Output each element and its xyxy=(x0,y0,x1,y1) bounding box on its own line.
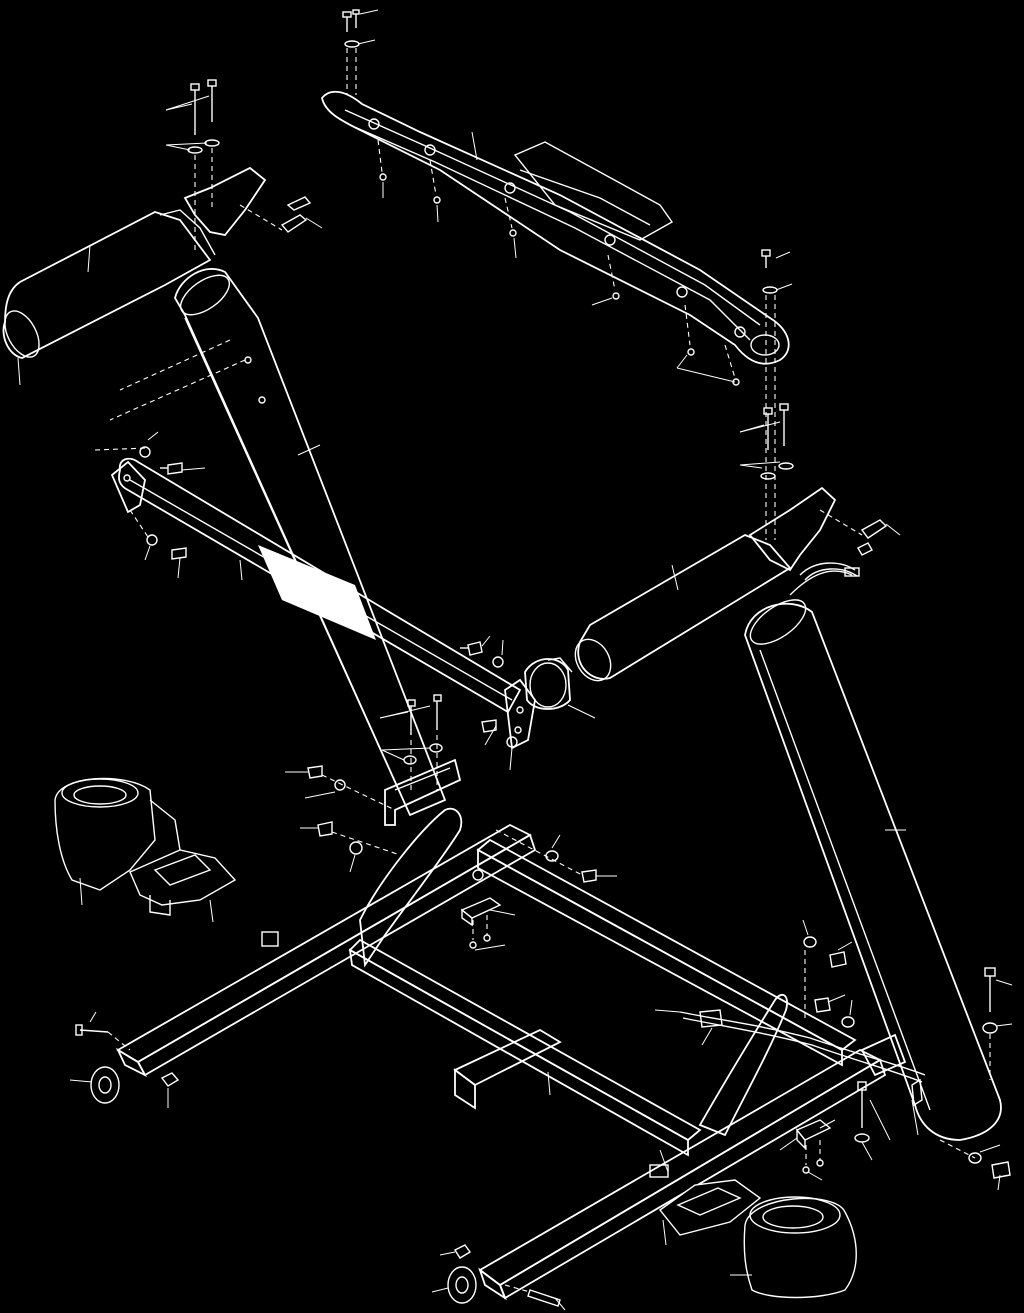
console-crossbar xyxy=(321,90,790,365)
right-roller-wheel xyxy=(431,1244,566,1311)
left-upright-cover xyxy=(54,777,181,906)
left-pivot-bracket xyxy=(285,694,462,873)
right-pivot-bracket xyxy=(779,919,923,1181)
console-top-screws xyxy=(342,9,379,95)
left-upright xyxy=(109,268,447,817)
left-base-cover xyxy=(129,849,237,923)
left-grip-bolts xyxy=(165,79,323,250)
center-brace xyxy=(453,1028,562,1110)
console-lower-screws xyxy=(377,131,740,386)
base-frame xyxy=(115,807,887,1301)
crossbar-bolts xyxy=(94,431,206,579)
right-base-cover xyxy=(658,1179,762,1246)
right-handrail-grip xyxy=(574,486,837,682)
crossbar-end-cap xyxy=(460,635,596,771)
right-upright xyxy=(744,570,1002,1141)
right-grip-bolts xyxy=(739,249,901,556)
warning-decal xyxy=(258,545,376,640)
left-roller-wheel xyxy=(69,1011,180,1108)
right-upright-cover xyxy=(730,1196,857,1299)
base-mid-bolts xyxy=(460,829,617,951)
right-side-bolt xyxy=(939,967,1013,1191)
